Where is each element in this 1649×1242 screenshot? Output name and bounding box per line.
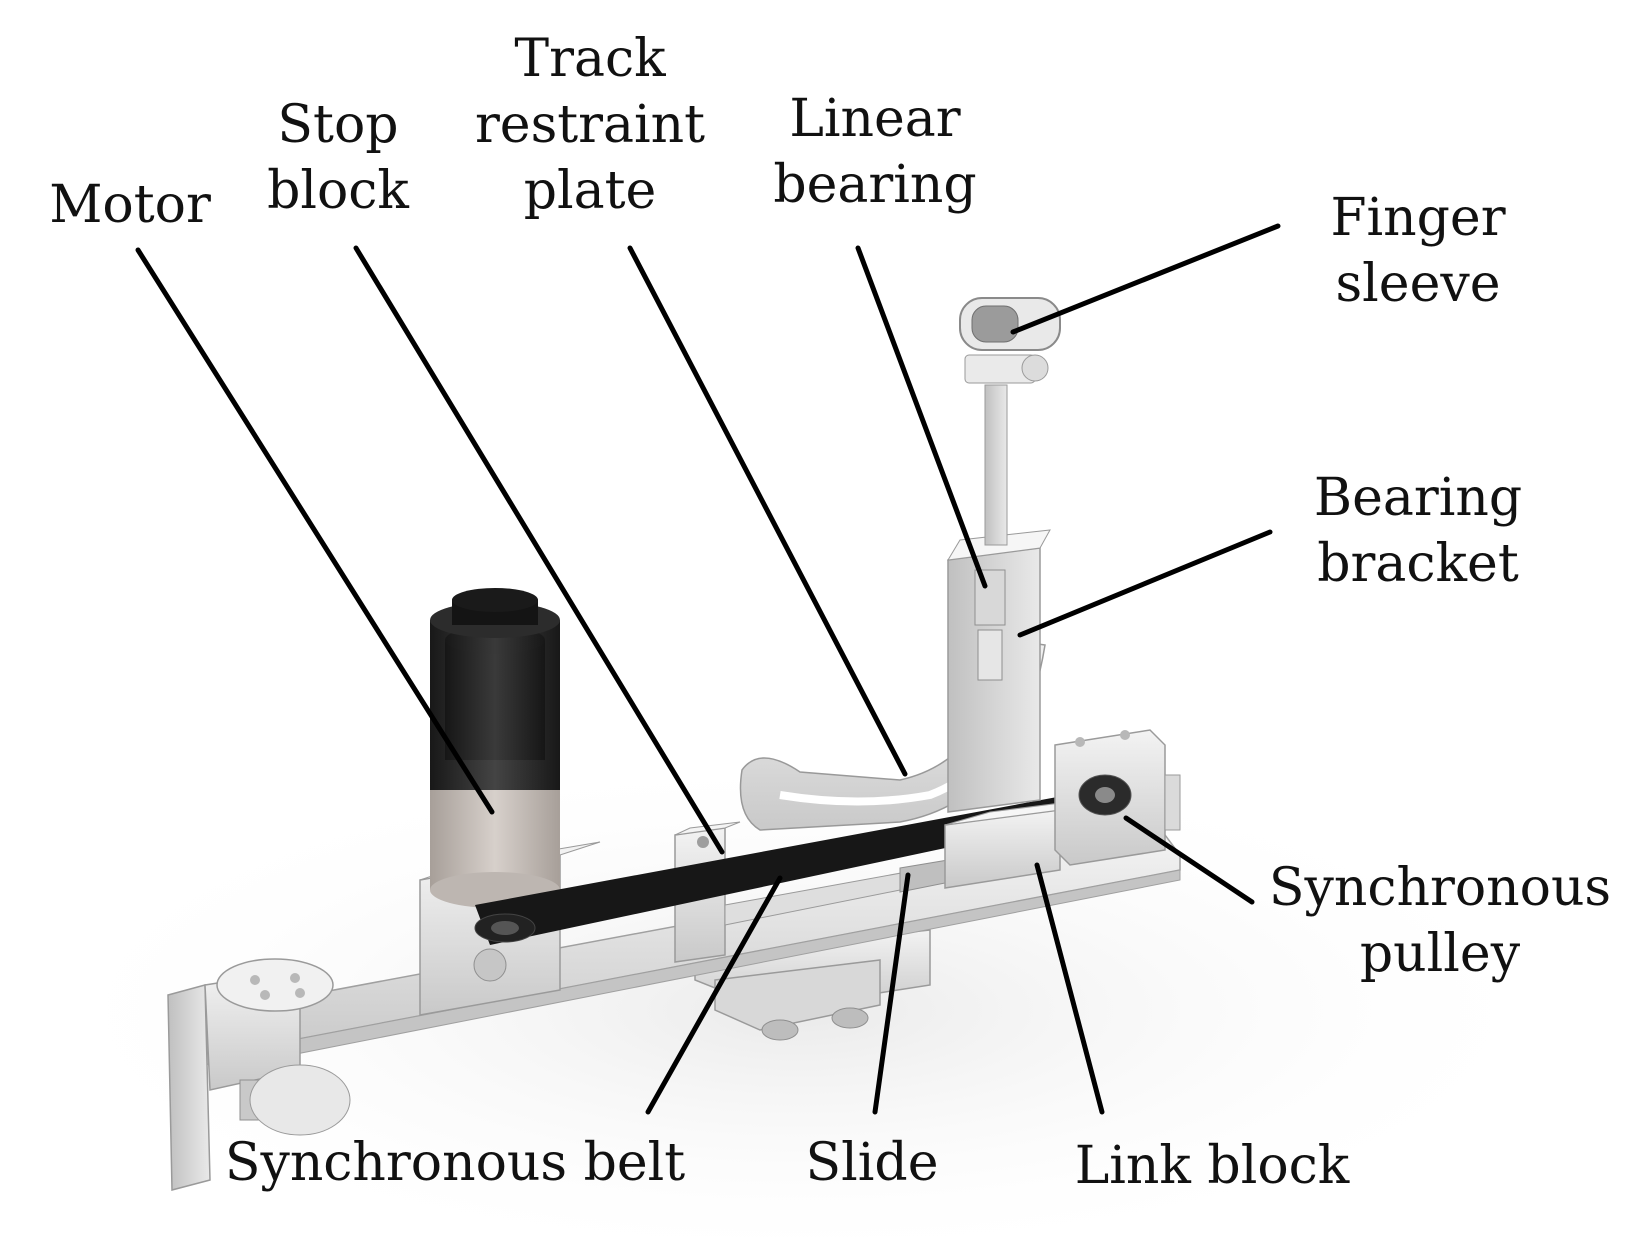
- pulley-housing-right: [1054, 729, 1181, 866]
- label-finger-sleeve-line: sleeve: [1335, 254, 1501, 314]
- finger-sleeve-drawing: [959, 297, 1061, 384]
- label-motor: Motor: [49, 172, 211, 238]
- leader-lines: [135, 223, 1281, 1115]
- leader-line-linear-bearing: [855, 245, 988, 589]
- label-bearing-bracket-line: bracket: [1317, 534, 1519, 594]
- label-bearing-bracket-line: Bearing: [1313, 468, 1523, 528]
- mount-plate-left: [167, 958, 351, 1191]
- label-stop-block-line: Stop: [277, 95, 399, 155]
- label-linear-bearing-line: Linear: [789, 89, 961, 149]
- leader-line-motor: [135, 247, 495, 815]
- leader-line-link-block: [1034, 862, 1105, 1115]
- vertical-rod: [984, 384, 1008, 546]
- leader-line-slide: [872, 872, 911, 1115]
- label-stop-block-line: block: [267, 161, 409, 221]
- label-track-restraint-plate-line: plate: [523, 161, 657, 221]
- label-synchronous-pulley-line: pulley: [1359, 924, 1521, 984]
- leader-line-track-restraint-plate: [627, 245, 908, 777]
- leader-line-stop-block: [353, 245, 725, 855]
- bearing-bracket-column: [947, 529, 1051, 813]
- label-synchronous-belt-line: Synchronous belt: [224, 1133, 686, 1193]
- leader-line-synchronous-belt: [645, 875, 783, 1115]
- label-track-restraint-plate-line: restraint: [474, 95, 706, 155]
- leader-line-finger-sleeve: [1010, 223, 1281, 335]
- label-synchronous-belt: Synchronous belt: [225, 1130, 685, 1196]
- label-link-block-line: Link block: [1074, 1136, 1350, 1196]
- label-track-restraint-plate-line: Track: [514, 29, 666, 89]
- label-slide-line: Slide: [805, 1133, 939, 1193]
- synchronous-belt-drawing: [474, 790, 1100, 945]
- label-finger-sleeve-line: Finger: [1330, 188, 1506, 248]
- label-linear-bearing-line: bearing: [773, 155, 977, 215]
- label-motor-line: Motor: [49, 175, 211, 235]
- leader-line-bearing-bracket: [1017, 529, 1273, 638]
- label-synchronous-pulley-line: Synchronous: [1268, 858, 1612, 918]
- leader-line-synchronous-pulley: [1123, 815, 1255, 905]
- motor-body: [430, 588, 560, 908]
- label-link-block: Link block: [1075, 1133, 1350, 1199]
- label-slide: Slide: [806, 1130, 939, 1196]
